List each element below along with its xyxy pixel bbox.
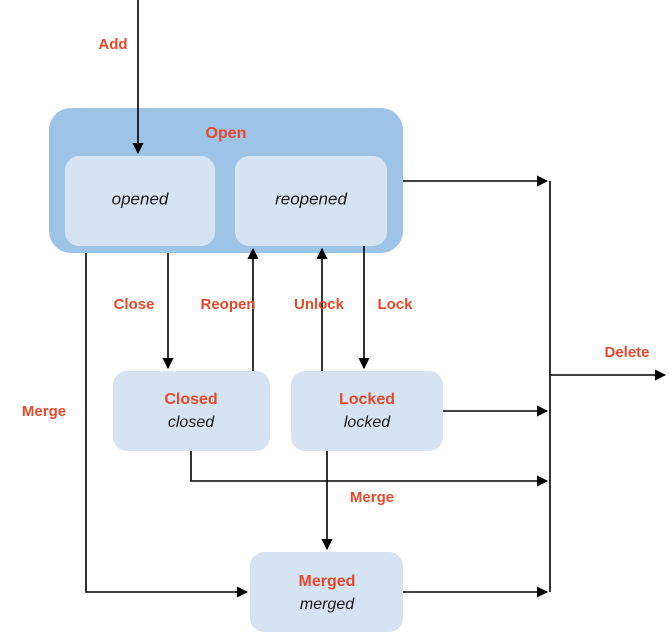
state-merged-value: merged xyxy=(300,596,355,613)
label-unlock: Unlock xyxy=(294,296,345,313)
state-closed[interactable] xyxy=(113,371,270,451)
label-merge-left: Merge xyxy=(22,403,66,420)
label-delete: Delete xyxy=(604,344,649,361)
state-locked[interactable] xyxy=(291,371,443,451)
substate-reopened-label: reopened xyxy=(275,189,347,208)
state-locked-title: Locked xyxy=(339,391,395,408)
state-closed-title: Closed xyxy=(164,391,217,408)
label-reopen: Reopen xyxy=(200,296,255,313)
edge-merge-from-open xyxy=(85,253,249,598)
substate-opened[interactable] xyxy=(65,156,215,246)
state-merged[interactable] xyxy=(250,552,403,632)
state-merged-title: Merged xyxy=(299,573,356,590)
label-close: Close xyxy=(114,296,155,313)
label-add: Add xyxy=(98,36,127,53)
label-lock: Lock xyxy=(377,296,413,313)
substate-reopened[interactable] xyxy=(235,156,387,246)
state-locked-value: locked xyxy=(344,414,391,431)
edge-closed-to-delete-trunk xyxy=(190,451,549,487)
state-closed-value: closed xyxy=(168,414,215,431)
substate-opened-label: opened xyxy=(112,189,169,208)
state-group-open-title: Open xyxy=(206,125,247,142)
label-merge-center: Merge xyxy=(350,489,394,506)
